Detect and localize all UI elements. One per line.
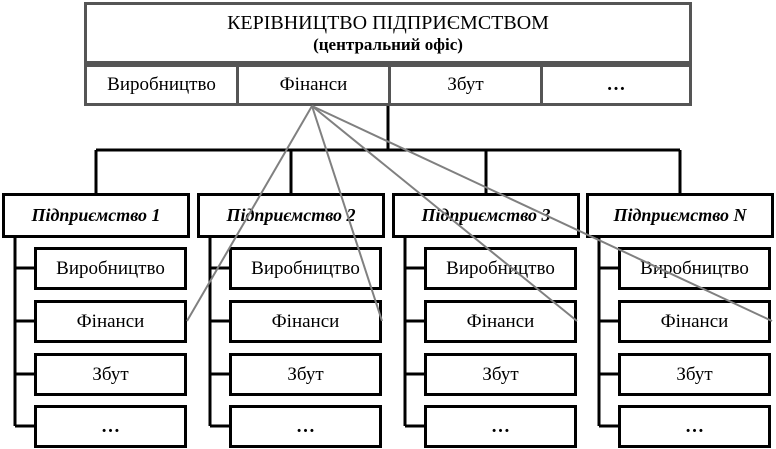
headquarters-subtitle: (центральний офіс)	[313, 34, 463, 54]
enterprise-2-more: …	[229, 405, 382, 448]
enterprise-n-sales: Збут	[618, 353, 771, 396]
enterprise-1-more: …	[34, 405, 187, 448]
enterprise-n-finance: Фінанси	[618, 300, 771, 343]
enterprise-3-box: Підприємство 3	[392, 193, 580, 238]
enterprise-n-production: Виробництво	[618, 247, 771, 290]
enterprise-n-box: Підприємство N	[586, 193, 774, 238]
headquarters-box: КЕРІВНИЦТВО ПІДПРИЄМСТВОМ (центральний о…	[84, 2, 692, 64]
hq-function-production: Виробництво	[84, 64, 239, 106]
enterprise-1-production: Виробництво	[34, 247, 187, 290]
enterprise-2-production: Виробництво	[229, 247, 382, 290]
enterprise-2-box: Підприємство 2	[197, 193, 385, 238]
enterprise-3-finance: Фінанси	[424, 300, 577, 343]
hq-function-sales: Збут	[388, 64, 543, 106]
enterprise-1-box: Підприємство 1	[2, 193, 190, 238]
enterprise-3-production: Виробництво	[424, 247, 577, 290]
enterprise-2-finance: Фінанси	[229, 300, 382, 343]
headquarters-title: КЕРІВНИЦТВО ПІДПРИЄМСТВОМ	[227, 11, 549, 34]
enterprise-1-finance: Фінанси	[34, 300, 187, 343]
enterprise-3-sales: Збут	[424, 353, 577, 396]
hq-function-finance: Фінанси	[236, 64, 391, 106]
enterprise-2-sales: Збут	[229, 353, 382, 396]
enterprise-n-more: …	[618, 405, 771, 448]
enterprise-1-sales: Збут	[34, 353, 187, 396]
hq-function-more: …	[540, 64, 692, 106]
enterprise-3-more: …	[424, 405, 577, 448]
